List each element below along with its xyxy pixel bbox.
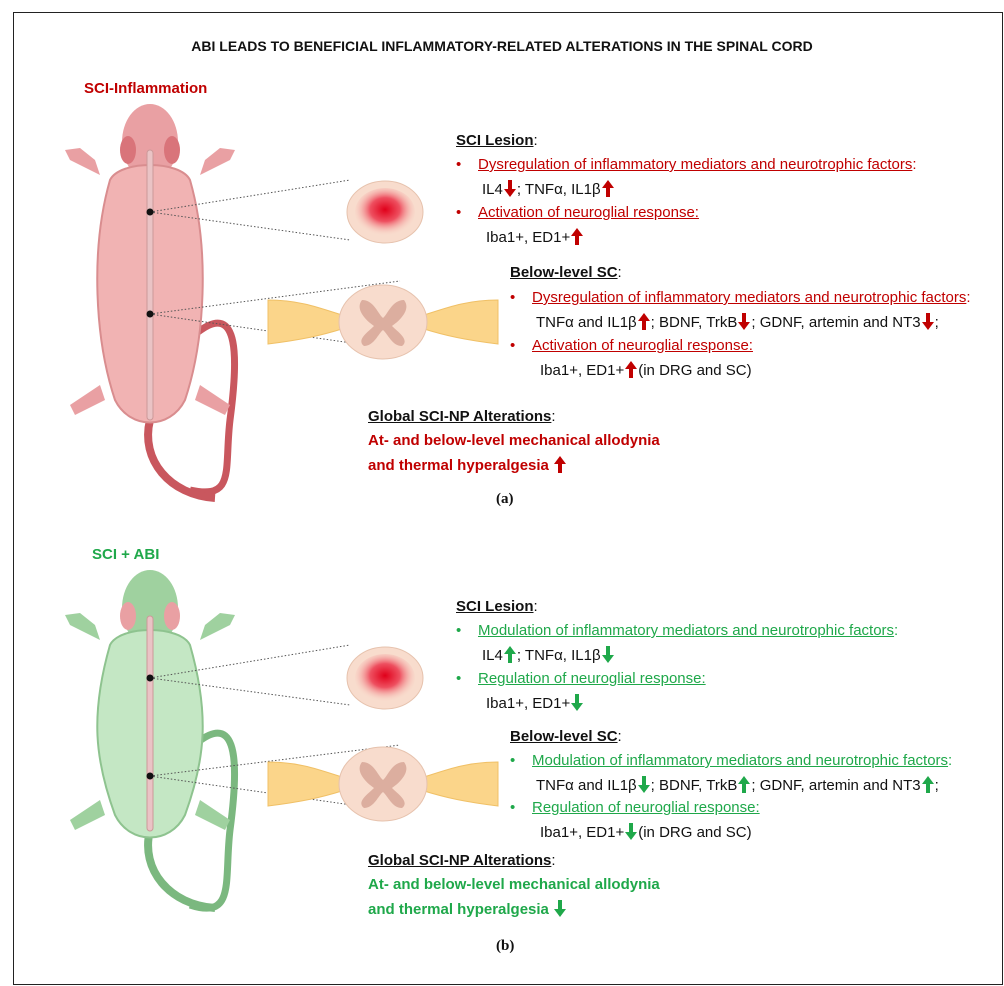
panel-b-lesion-line-2: Iba1+, ED1+ [486, 694, 584, 712]
panel-a-below-line-2: Iba1+, ED1+(in DRG and SC) [540, 361, 752, 379]
arrow-down-icon [638, 776, 650, 793]
panel-a-global-line-2: and thermal hyperalgesia [368, 456, 567, 474]
panel-a-below-bullet-2: •Activation of neuroglial response: [510, 337, 753, 354]
panel-b-below-line-2: Iba1+, ED1+(in DRG and SC) [540, 823, 752, 841]
panel-a-below-bullet-1: •Dysregulation of inflammatory mediators… [510, 289, 971, 306]
arrow-up-icon [602, 180, 614, 197]
rat-red-illustration [65, 104, 235, 498]
arrow-up-icon [638, 313, 650, 330]
arrow-up-icon [571, 228, 583, 245]
arrow-up-icon [738, 776, 750, 793]
panel-a-below-line-1: TNFα and IL1β; BDNF, TrkB; GDNF, artemin… [536, 313, 939, 331]
panel-b-label: SCI + ABI [92, 546, 159, 563]
arrow-down-icon [602, 646, 614, 663]
panel-b-below-line-1: TNFα and IL1β; BDNF, TrkB; GDNF, artemin… [536, 776, 939, 794]
panel-a-lesion-bullet-1: •Dysregulation of inflammatory mediators… [456, 156, 917, 173]
arrow-down-icon [504, 180, 516, 197]
panel-a-lesion-bullet-2: •Activation of neuroglial response: [456, 204, 699, 221]
arrow-down-icon [738, 313, 750, 330]
panel-b-caption: (b) [496, 938, 514, 955]
panel-a-lesion-line-1: IL4; TNFα, IL1β [482, 180, 615, 198]
panel-b-global-heading: Global SCI-NP Alterations: [368, 852, 556, 869]
rat-green-illustration [65, 570, 235, 908]
panel-b-lesion-bullet-2: •Regulation of neuroglial response: [456, 670, 706, 687]
arrow-down-icon [922, 313, 934, 330]
panel-b-lesion-bullet-1: •Modulation of inflammatory mediators an… [456, 622, 898, 639]
arrow-down-icon [554, 900, 566, 917]
panel-b-lesion-line-1: IL4; TNFα, IL1β [482, 646, 615, 664]
arrow-up-icon [625, 361, 637, 378]
panel-b-lesion-heading: SCI Lesion: [456, 598, 538, 615]
panel-a-global-line-1: At- and below-level mechanical allodynia [368, 432, 660, 449]
panel-a-below-heading: Below-level SC: [510, 264, 622, 281]
lesion-cross-section-b [347, 647, 423, 709]
panel-a-lesion-line-2: Iba1+, ED1+ [486, 228, 584, 246]
panel-a-lesion-heading: SCI Lesion: [456, 132, 538, 149]
panel-b-global-line-1: At- and below-level mechanical allodynia [368, 876, 660, 893]
lesion-cross-section-a [347, 181, 423, 243]
panel-a-caption: (a) [496, 491, 514, 508]
panel-b-global-line-2: and thermal hyperalgesia [368, 900, 567, 918]
below-level-section-a [268, 285, 498, 359]
arrow-up-icon [922, 776, 934, 793]
panel-b-below-heading: Below-level SC: [510, 728, 622, 745]
arrow-up-icon [554, 456, 566, 473]
panel-a-label: SCI-Inflammation [84, 80, 207, 97]
panel-b-below-bullet-1: •Modulation of inflammatory mediators an… [510, 752, 952, 769]
arrow-down-icon [571, 694, 583, 711]
panel-b-below-bullet-2: •Regulation of neuroglial response: [510, 799, 760, 816]
arrow-up-icon [504, 646, 516, 663]
arrow-down-icon [625, 823, 637, 840]
panel-a-global-heading: Global SCI-NP Alterations: [368, 408, 556, 425]
figure-title: ABI LEADS TO BENEFICIAL INFLAMMATORY-REL… [0, 38, 1004, 54]
below-level-section-b [268, 747, 498, 821]
